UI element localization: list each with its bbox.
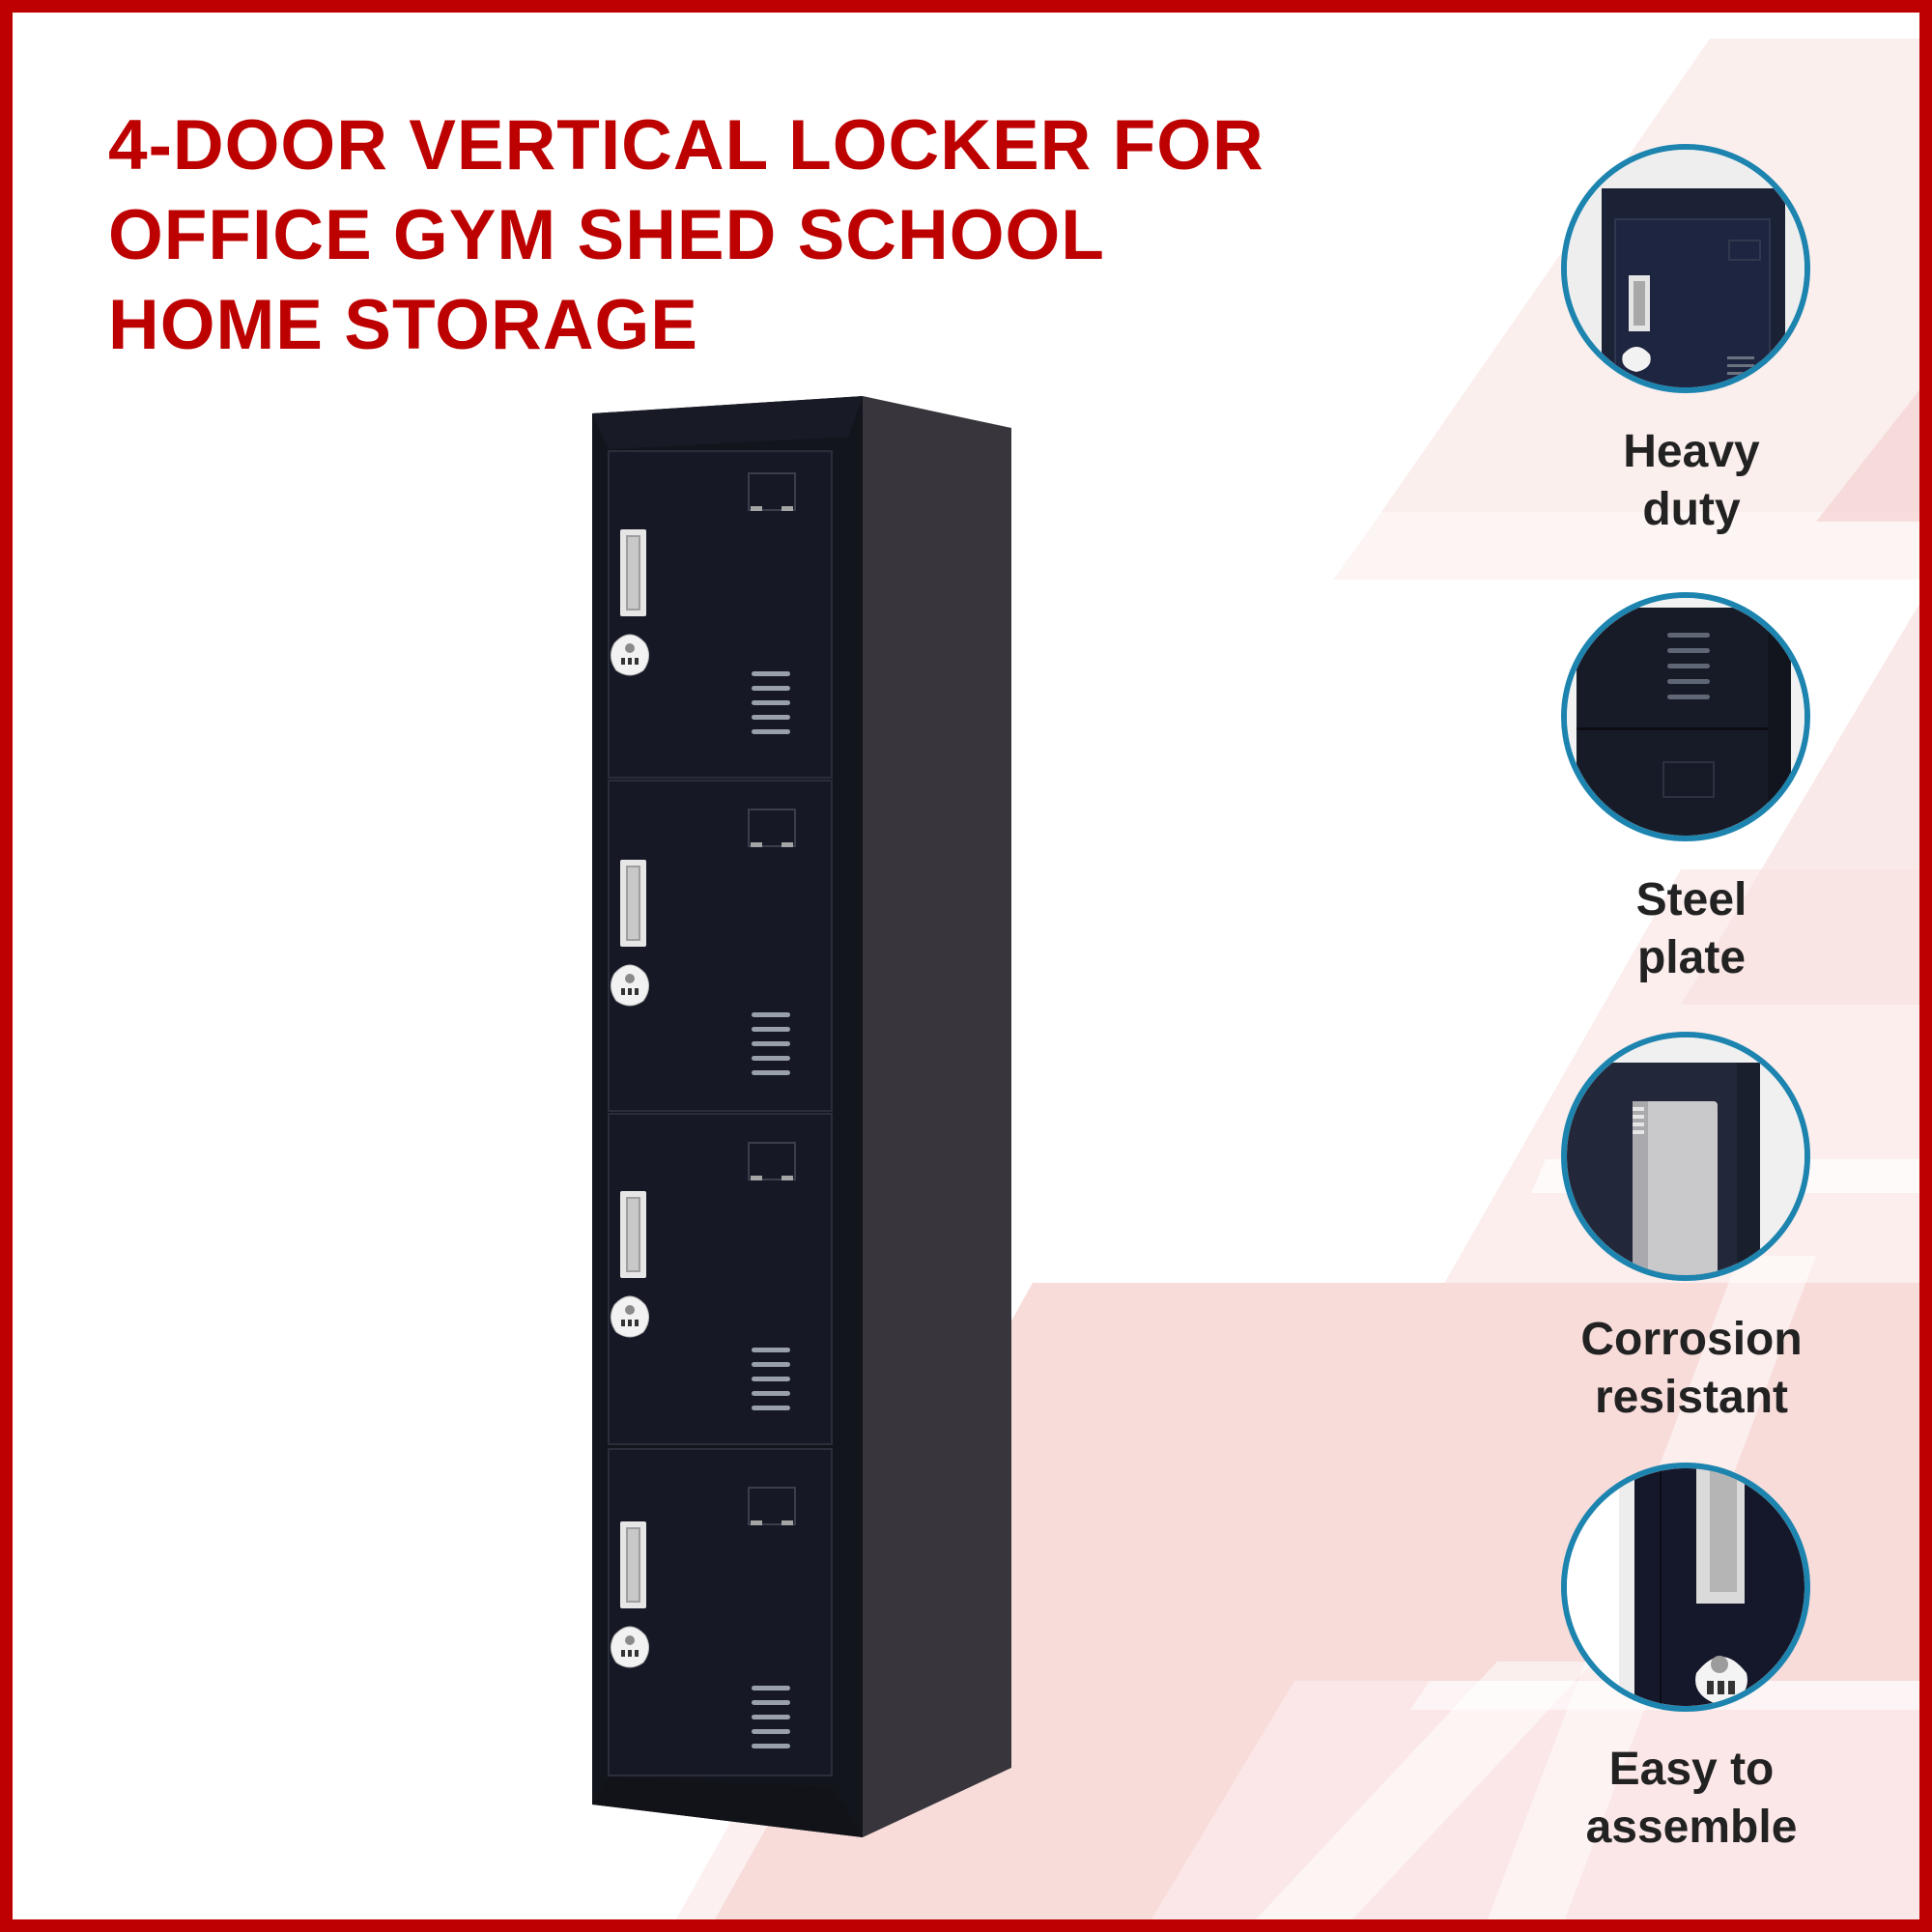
locker-vents-closeup-icon	[1567, 598, 1804, 836]
locker-lock-closeup-icon	[1567, 1468, 1804, 1706]
locker-side-panel	[863, 396, 1011, 1837]
feature-image-heavy-duty	[1561, 144, 1810, 393]
title-line-2: OFFICE GYM SHED SCHOOL	[108, 196, 1105, 274]
title-line-3: HOME STORAGE	[108, 286, 698, 364]
locker-door-4	[608, 1448, 833, 1776]
feature-label-easy-to-assemble: Easy to assemble	[1585, 1744, 1798, 1853]
locker-door-3	[608, 1113, 833, 1445]
title-line-1: 4-DOOR VERTICAL LOCKER FOR	[108, 106, 1264, 185]
locker-door-1	[608, 450, 833, 779]
locker-top-door-closeup-icon	[1567, 150, 1804, 387]
feature-label-steel-plate: Steel plate	[1635, 874, 1747, 983]
page-title: 4-DOOR VERTICAL LOCKER FOR OFFICE GYM SH…	[108, 100, 1264, 370]
feature-image-steel-plate	[1561, 592, 1810, 841]
feature-label-heavy-duty: Heavy duty	[1623, 426, 1760, 535]
feature-image-easy-to-assemble	[1561, 1463, 1810, 1712]
locker-door-2	[608, 780, 833, 1112]
feature-label-corrosion-resistant: Corrosion resistant	[1580, 1314, 1803, 1423]
feature-image-corrosion-resistant	[1561, 1032, 1810, 1281]
locker-handle-closeup-icon	[1567, 1037, 1804, 1275]
